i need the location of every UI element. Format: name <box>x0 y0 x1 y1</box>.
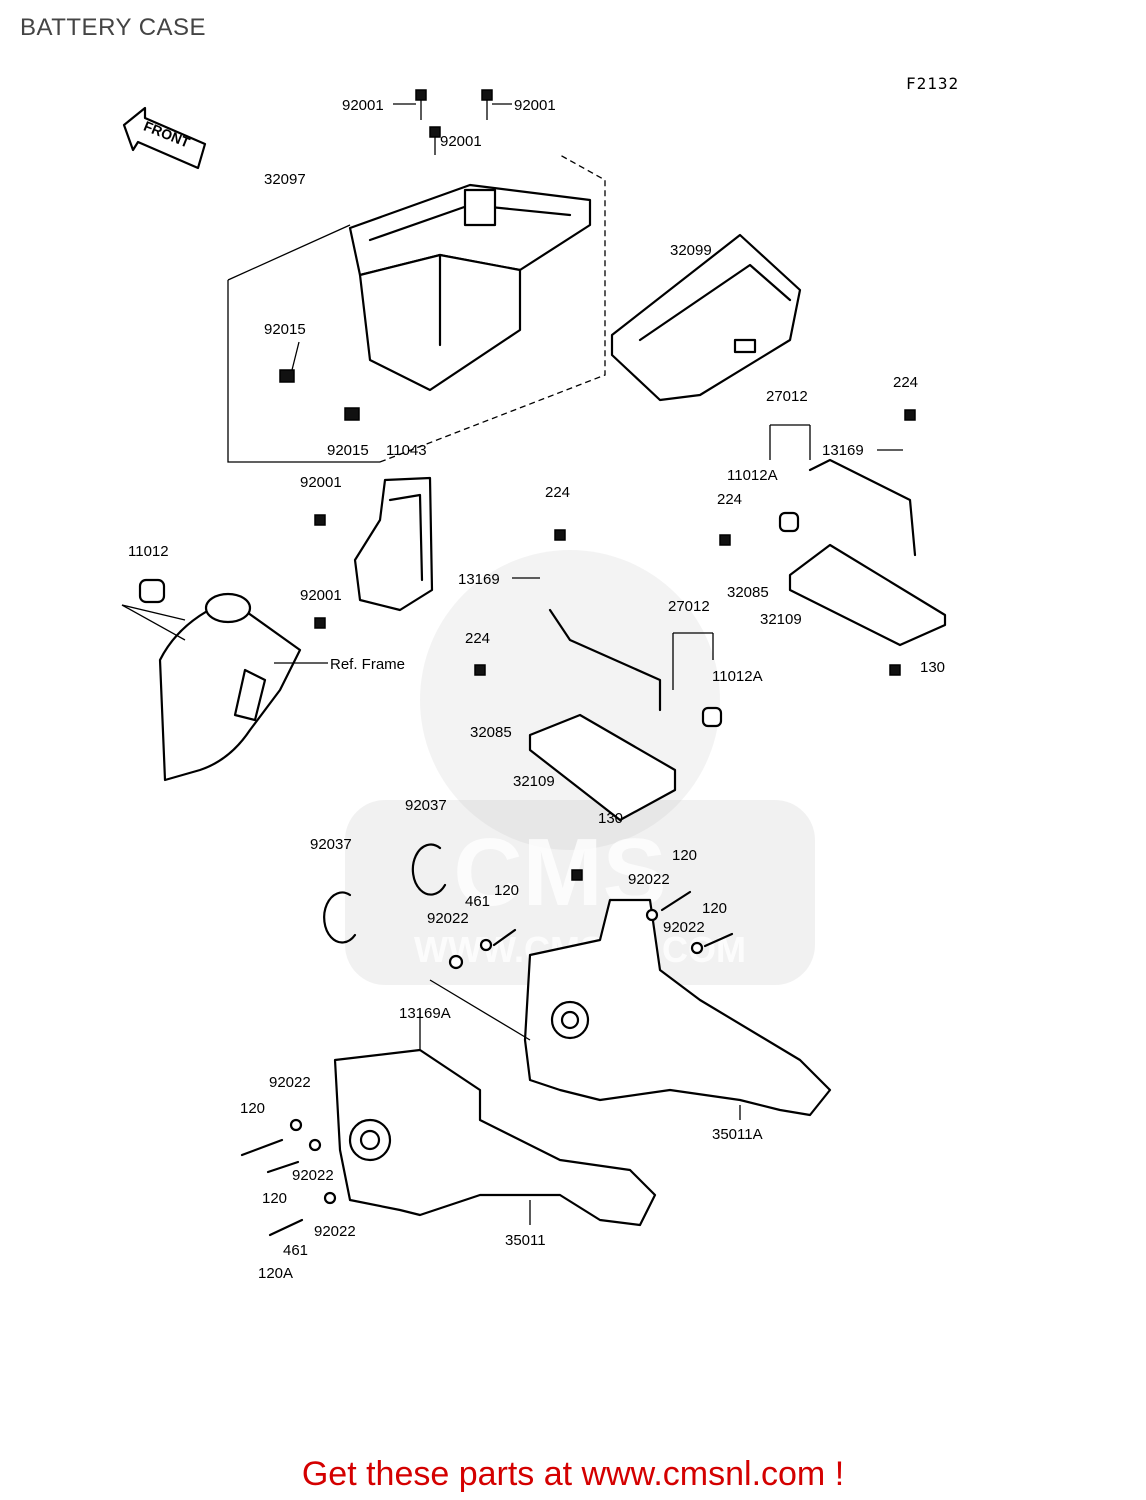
label-120: 120 <box>672 847 697 864</box>
label-11012A: 11012A <box>727 467 778 484</box>
leader-lines <box>121 103 903 1225</box>
label-32109: 32109 <box>513 773 555 790</box>
label-92022: 92022 <box>292 1167 334 1184</box>
bracket-11043 <box>353 476 434 612</box>
label-11043: 11043 <box>386 442 427 459</box>
label-130: 130 <box>920 659 945 676</box>
holder-32109 <box>528 543 947 822</box>
label-92001: 92001 <box>440 133 482 150</box>
label-35011: 35011 <box>505 1232 546 1249</box>
label-32099: 32099 <box>670 242 712 259</box>
label-461: 461 <box>465 893 490 910</box>
front-arrow-icon: FRONT <box>122 106 207 170</box>
label-11012A: 11012A <box>712 668 763 685</box>
label-92022: 92022 <box>628 871 670 888</box>
label-120A: 120A <box>258 1265 293 1282</box>
label-120: 120 <box>262 1190 287 1207</box>
footer-promo: Get these parts at www.cmsnl.com ! <box>301 1455 845 1493</box>
label-32085: 32085 <box>727 584 769 601</box>
label-92015: 92015 <box>327 442 369 459</box>
label-92001: 92001 <box>514 97 556 114</box>
label-27012: 27012 <box>766 388 808 405</box>
label-13169: 13169 <box>822 442 864 459</box>
page-title: BATTERY CASE <box>20 14 207 41</box>
label-27012: 27012 <box>668 598 710 615</box>
label-32109: 32109 <box>760 611 802 628</box>
bracket-35011A <box>523 898 832 1117</box>
bracket-35011 <box>333 1048 657 1227</box>
label-92022: 92022 <box>663 919 705 936</box>
label-35011A: 35011A <box>712 1126 763 1143</box>
part-labels: 92001 92001 92001 32097 32099 92015 9201… <box>128 97 945 1282</box>
label-120: 120 <box>494 882 519 899</box>
label-13169: 13169 <box>458 571 500 588</box>
label-ref-frame: Ref. Frame <box>330 656 405 673</box>
label-130: 130 <box>598 810 623 827</box>
label-461: 461 <box>283 1242 308 1259</box>
label-11012: 11012 <box>128 543 169 560</box>
label-92001: 92001 <box>300 474 342 491</box>
label-32085: 32085 <box>470 724 512 741</box>
label-92022: 92022 <box>427 910 469 927</box>
bolt-icons <box>240 89 916 1237</box>
battery-case-32097 <box>227 154 606 463</box>
label-92037: 92037 <box>310 836 352 853</box>
diagram-code: F2132 <box>906 74 960 93</box>
label-120: 120 <box>702 900 727 917</box>
label-92022: 92022 <box>269 1074 311 1091</box>
stays <box>548 458 917 728</box>
label-92015: 92015 <box>264 321 306 338</box>
label-32097: 32097 <box>264 171 306 188</box>
rings-92037 <box>323 843 447 944</box>
label-92022: 92022 <box>314 1223 356 1240</box>
battery-cover-32099 <box>610 233 802 402</box>
frame-reference <box>138 578 302 782</box>
label-224: 224 <box>717 491 742 508</box>
label-224: 224 <box>893 374 918 391</box>
label-92001: 92001 <box>300 587 342 604</box>
label-13169A: 13169A <box>399 1005 451 1022</box>
label-120: 120 <box>240 1100 265 1117</box>
label-92037: 92037 <box>405 797 447 814</box>
label-224: 224 <box>545 484 570 501</box>
label-224: 224 <box>465 630 490 647</box>
label-92001: 92001 <box>342 97 384 114</box>
